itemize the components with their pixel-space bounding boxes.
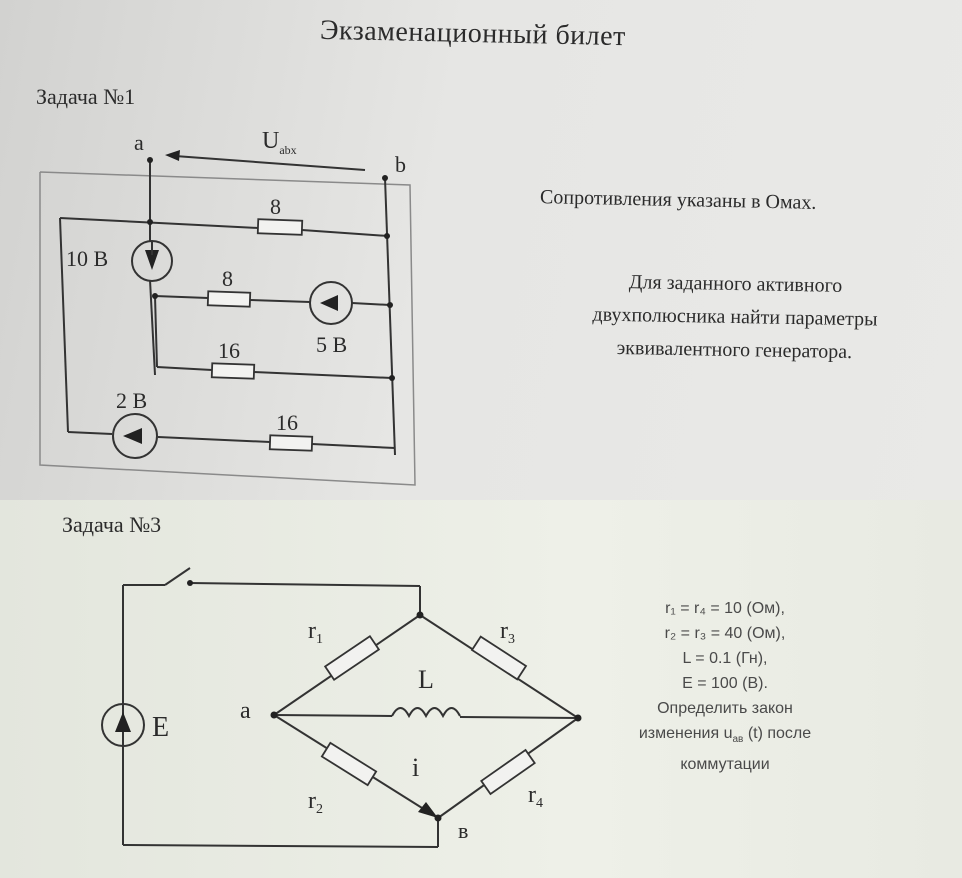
source-e-arrow [115,712,131,732]
voltage-arrow-head [165,150,180,161]
wire-low-left [154,295,158,368]
node-b-label: в [458,818,468,843]
source-2v-arrow [123,428,142,444]
node-a-label: a [240,698,251,724]
node-a-label: a [134,130,144,155]
task1-note-units: Сопротивления указаны в Омах. [539,186,817,214]
node-b [434,814,442,822]
source-5v-arrow [320,295,338,311]
src-5v-label: 5 В [316,332,347,357]
node-b-label: b [395,152,406,177]
task3-sheet: Задача №3 [0,500,962,878]
node-dot-1 [147,157,153,163]
r4-label: r4 [528,782,543,811]
node-dot-3 [147,219,153,225]
current-label: i [412,753,419,782]
wire-low-1 [156,366,213,371]
resistor-r3 [470,635,528,681]
source-e-label: E [152,712,169,743]
wire-a-inductor [273,714,393,717]
wire-bottom [122,844,439,848]
param-line-4: E = 100 (В). [682,675,768,692]
question-line-2: изменения uав (t) после [638,725,812,746]
source-10v [131,240,173,282]
node-dot-6 [387,302,393,308]
node-dot-4 [384,233,390,239]
resistor-top [256,218,304,236]
resistor-r4 [480,748,536,796]
wire-a-mid [149,279,156,376]
current-arrow [418,802,438,818]
resistor-bottom [268,434,314,452]
resistor-low [210,362,256,380]
r1-label: r1 [308,618,323,647]
task3-heading: Задача №3 [62,512,162,537]
resistor-r1 [323,635,381,681]
task3-circuit-diagram: r1 r3 r2 r4 L i a в E [101,567,582,848]
node-right [574,714,582,722]
r3-label: r3 [500,618,515,647]
switch-blade [164,567,191,586]
src-10v-label: 10 В [66,246,108,271]
wire-left-down [59,217,69,433]
task1-question: Для заданного активного двухполюсника на… [519,264,951,370]
voltage-arrow-line [174,155,366,171]
node-dot-2 [382,175,388,181]
source-10v-arrow [145,250,159,270]
wire-low-2 [253,371,393,379]
ticket-title: Экзаменационный билет [319,14,627,53]
resistor-mid [206,290,252,308]
wire-bottom-2 [157,436,271,443]
r-mid-label: 8 [222,266,233,291]
switch-contact [187,580,193,586]
wire-bottom-3 [311,443,396,449]
wire-top-right [301,229,389,237]
frame-outline [39,171,416,486]
task1-sheet: Экзаменационный билет Задача №1 [0,0,962,500]
param-line-2: r₂ = r₃ = 40 (Ом), [664,625,786,642]
param-line-3: L = 0.1 (Гн), [682,650,768,667]
voltage-label: Uabx [262,128,297,157]
inductor-label: L [418,665,434,694]
r-bottom-label: 16 [276,410,298,435]
wire-inductor-right [459,716,579,719]
param-line-1: r₁ = r₄ = 10 (Ом), [665,600,785,617]
source-5v [309,281,353,325]
source-2v [112,413,158,459]
wire-bottom-1 [67,431,113,435]
task3-params: r₁ = r₄ = 10 (Ом), r₂ = r₃ = 40 (Ом), L … [600,596,850,777]
src-2v-label: 2 В [116,388,147,413]
task1-heading: Задача №1 [36,84,136,109]
inductor-coil [391,707,461,719]
wire-b-down [384,177,396,456]
question-line-1: Определить закон [657,700,793,717]
task1-question-line3: эквивалентного генератора. [616,336,853,364]
node-a [270,711,278,719]
r-low-label: 16 [218,338,240,363]
node-dot-7 [389,375,395,381]
wire-mid-center [249,299,311,303]
resistor-r2 [320,741,378,787]
wire-mid-right [351,302,391,306]
r2-label: r2 [308,788,323,817]
task1-circuit-diagram: a b Uabx 8 8 16 16 10 В 5 В 2 В [39,128,416,486]
node-top [416,611,424,619]
wire-top-left [59,217,259,229]
question-line-3: коммутации [680,756,770,774]
wire-switch-right [189,582,421,587]
r-top-label: 8 [270,194,281,219]
wire-mid-left [154,295,209,299]
node-dot-5 [152,293,158,299]
